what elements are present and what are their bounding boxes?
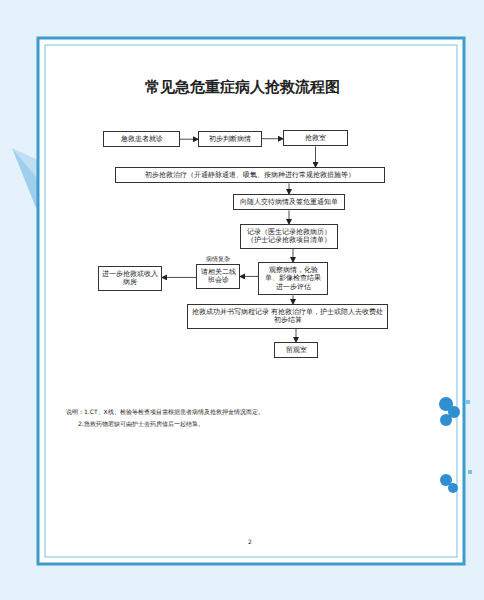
page-frame-inner (45, 45, 457, 557)
edge-label: 病情复杂 (205, 256, 231, 263)
box-text: 急救患者就诊 (107, 135, 176, 143)
diagram-title: 常见急危重症病人抢救流程图 (40, 78, 444, 97)
box-text: 向随人交待病情及签危重通知单 (237, 198, 341, 206)
flow-arrow (289, 183, 290, 194)
process-box: 请相关二线班会诊 (196, 264, 240, 289)
page-frame (38, 38, 464, 564)
flow-arrow (240, 276, 258, 277)
flow-arrow (262, 138, 283, 139)
flow-arrow (180, 139, 198, 140)
page-number: 2 (248, 538, 252, 545)
box-text: 留观室 (278, 346, 314, 354)
process-box: 初步判断病情 (198, 131, 262, 147)
process-box: 向随人交待病情及签危重通知单 (233, 194, 345, 210)
box-text: 初步抢救治疗（开通静脉通道、吸氧、按病种进行常规抢救措施等） (119, 171, 381, 179)
flow-arrow (315, 146, 316, 167)
decor-shape (466, 400, 470, 404)
process-box: 进一步抢救或收入病房 (98, 266, 162, 291)
flow-arrow (162, 277, 196, 278)
decor-shape (448, 483, 458, 493)
box-text: 初步判断病情 (202, 135, 258, 143)
process-box: 急救患者就诊 (103, 131, 180, 147)
process-box: 留观室 (274, 342, 318, 358)
box-text: 进一步抢救或收入病房 (102, 270, 158, 287)
flow-arrow (293, 295, 294, 304)
flow-arrow (296, 329, 297, 342)
box-text: 请相关二线班会诊 (200, 268, 236, 285)
note-text: 说明：1.CT、X线、检验等检查项目需根据患者病情及抢救押金情况而定。 (66, 408, 264, 417)
flow-arrow (289, 210, 290, 224)
decor-shape (440, 414, 452, 426)
box-text: 抢救成功并书写病程记录 有抢救治疗单，护士或陪人去收费处初步结算 (191, 308, 384, 325)
box-text: 抢救室 (287, 134, 344, 142)
box-text: 记录（医生记录抢救病历） （护士记录抢救项目清单） (244, 228, 334, 245)
note-text: 2.急救药物若缺可由护士去药房借后一起结算。 (78, 420, 204, 429)
decor-shape (468, 470, 472, 474)
box-text: 观察病情，化验单、影像检查结果进一步评估 (262, 266, 324, 291)
process-box: 抢救成功并书写病程记录 有抢救治疗单，护士或陪人去收费处初步结算 (187, 304, 388, 329)
flow-arrow (293, 249, 294, 262)
process-box: 抢救室 (283, 130, 348, 146)
process-box: 观察病情，化验单、影像检查结果进一步评估 (258, 262, 328, 295)
process-box: 记录（医生记录抢救病历） （护士记录抢救项目清单） (240, 224, 338, 249)
process-box: 初步抢救治疗（开通静脉通道、吸氧、按病种进行常规抢救措施等） (115, 167, 385, 183)
